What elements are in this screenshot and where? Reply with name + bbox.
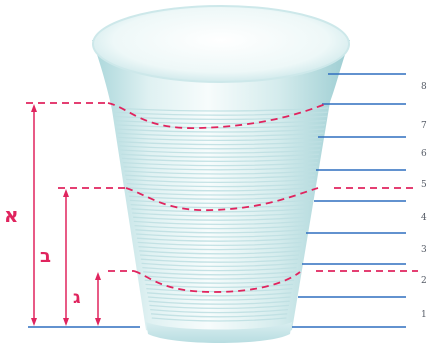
arrow-a-head-bottom xyxy=(31,318,37,326)
scale-number-4: 4 xyxy=(421,213,427,223)
label-b: ב xyxy=(40,246,51,267)
scale-number-5: 5 xyxy=(421,180,427,190)
scale-number-8: 8 xyxy=(421,82,427,92)
label-c: ג xyxy=(73,288,81,308)
arrow-b-head-bottom xyxy=(63,318,69,326)
label-a: א xyxy=(4,203,19,227)
scale-number-1: 1 xyxy=(421,310,427,320)
scale-number-3: 3 xyxy=(421,245,427,255)
scale-number-7: 7 xyxy=(421,121,427,131)
arrow-b-head-top xyxy=(63,189,69,197)
scale-number-6: 6 xyxy=(421,149,427,159)
arrow-a-head-top xyxy=(31,104,37,112)
measurement-arrows xyxy=(31,104,101,326)
arrow-c-head-top xyxy=(95,272,101,280)
arrow-c-head-bottom xyxy=(95,318,101,326)
scale-numbers: 8 7 6 5 4 3 2 1 xyxy=(421,82,427,320)
scale-number-2: 2 xyxy=(421,276,427,286)
